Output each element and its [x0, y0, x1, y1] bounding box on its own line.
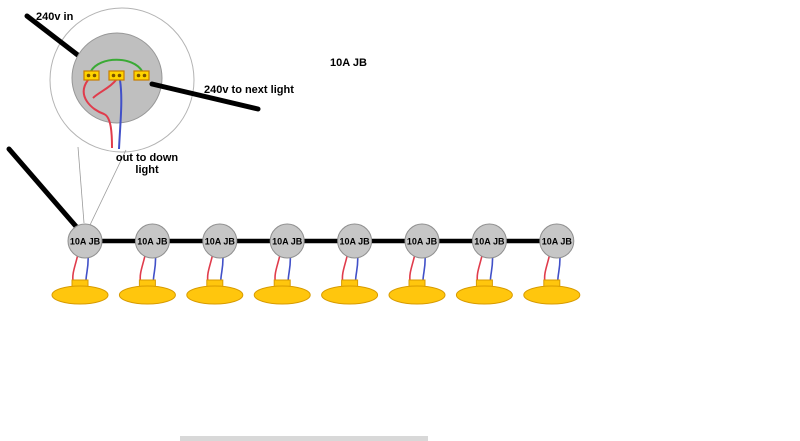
- terminal-body: [108, 70, 125, 81]
- label-out-to-down-line1: out to down: [116, 152, 179, 164]
- terminal-block-1: [83, 70, 100, 81]
- label-240v-to-next-light: 240v to next light: [204, 84, 294, 96]
- label-240v-in: 240v in: [36, 11, 74, 23]
- jb-light-unit: 10A JB: [523, 223, 581, 305]
- jb-light-unit: 10A JB: [186, 223, 244, 305]
- downlight-body: [388, 285, 446, 305]
- jb-circle: [471, 223, 507, 259]
- jb-run: 10A JB 10A JB 10A JB 10A JB 10A JB 10A JB 10A …: [51, 223, 581, 305]
- jb-circle: [539, 223, 575, 259]
- live-wire-link: [92, 79, 117, 99]
- downlight-body: [118, 285, 176, 305]
- jb-light-unit: 10A JB: [253, 223, 311, 305]
- terminal-screw: [136, 73, 141, 78]
- terminal-body: [133, 70, 150, 81]
- bottom-edge-artifact: [180, 436, 428, 441]
- jb-label: 10A JB: [542, 237, 573, 247]
- downlight-live-wire: [341, 253, 349, 282]
- jb-label: 10A JB: [340, 237, 371, 247]
- jb-light-unit: 10A JB: [321, 223, 379, 305]
- terminal-block-2: [108, 70, 125, 81]
- terminal-body: [83, 70, 100, 81]
- jb-light-unit: 10A JB: [455, 223, 513, 305]
- downlight-live-wire: [139, 253, 147, 282]
- jb-circle: [337, 223, 373, 259]
- jb-light-unit: 10A JB: [51, 223, 109, 305]
- callout-line-left: [77, 146, 85, 224]
- terminal-block-3: [133, 70, 150, 81]
- terminal-screw: [111, 73, 116, 78]
- jb-label: 10A JB: [70, 237, 101, 247]
- jb-circle: [67, 223, 103, 259]
- jb-light-unit: 10A JB: [388, 223, 446, 305]
- downlight-live-wire: [206, 253, 214, 282]
- downlight-body: [51, 285, 109, 305]
- jb-label: 10A JB: [137, 237, 168, 247]
- jb-label: 10A JB: [407, 237, 438, 247]
- jb-circle: [134, 223, 170, 259]
- downlight-live-wire: [476, 253, 484, 282]
- jb-light-unit: 10A JB: [118, 223, 176, 305]
- downlight-live-wire: [274, 253, 281, 282]
- jb-circle: [269, 223, 305, 259]
- neutral-wire: [118, 79, 123, 150]
- downlight-body: [253, 285, 311, 305]
- jb-detail: 240v in 10A JB 240v to next light out to…: [24, 7, 367, 226]
- downlight-body: [186, 285, 244, 305]
- jb-label: 10A JB: [205, 237, 236, 247]
- supply-cable-to-run: [6, 146, 83, 234]
- terminal-screw: [92, 73, 97, 78]
- live-wire-loop: [82, 79, 113, 149]
- downlight-body: [455, 285, 513, 305]
- jb-circle: [202, 223, 238, 259]
- downlight-body: [321, 285, 379, 305]
- downlight-live-wire: [409, 253, 416, 282]
- downlight-live-wire: [543, 253, 551, 282]
- downlight-body: [523, 285, 581, 305]
- terminal-screw: [142, 73, 147, 78]
- label-out-to-down-line2: light: [135, 164, 159, 176]
- jb-label: 10A JB: [474, 237, 505, 247]
- callout-line-right: [89, 149, 127, 226]
- downlight-live-wire: [72, 253, 79, 282]
- terminal-screw: [117, 73, 122, 78]
- label-jb-detail: 10A JB: [330, 57, 367, 69]
- cable-240v-out: [149, 81, 261, 112]
- jb-circle: [404, 223, 440, 259]
- detail-outer-ring: [49, 7, 195, 153]
- terminal-screw: [86, 73, 91, 78]
- jb-label: 10A JB: [272, 237, 303, 247]
- earth-wire: [90, 58, 143, 72]
